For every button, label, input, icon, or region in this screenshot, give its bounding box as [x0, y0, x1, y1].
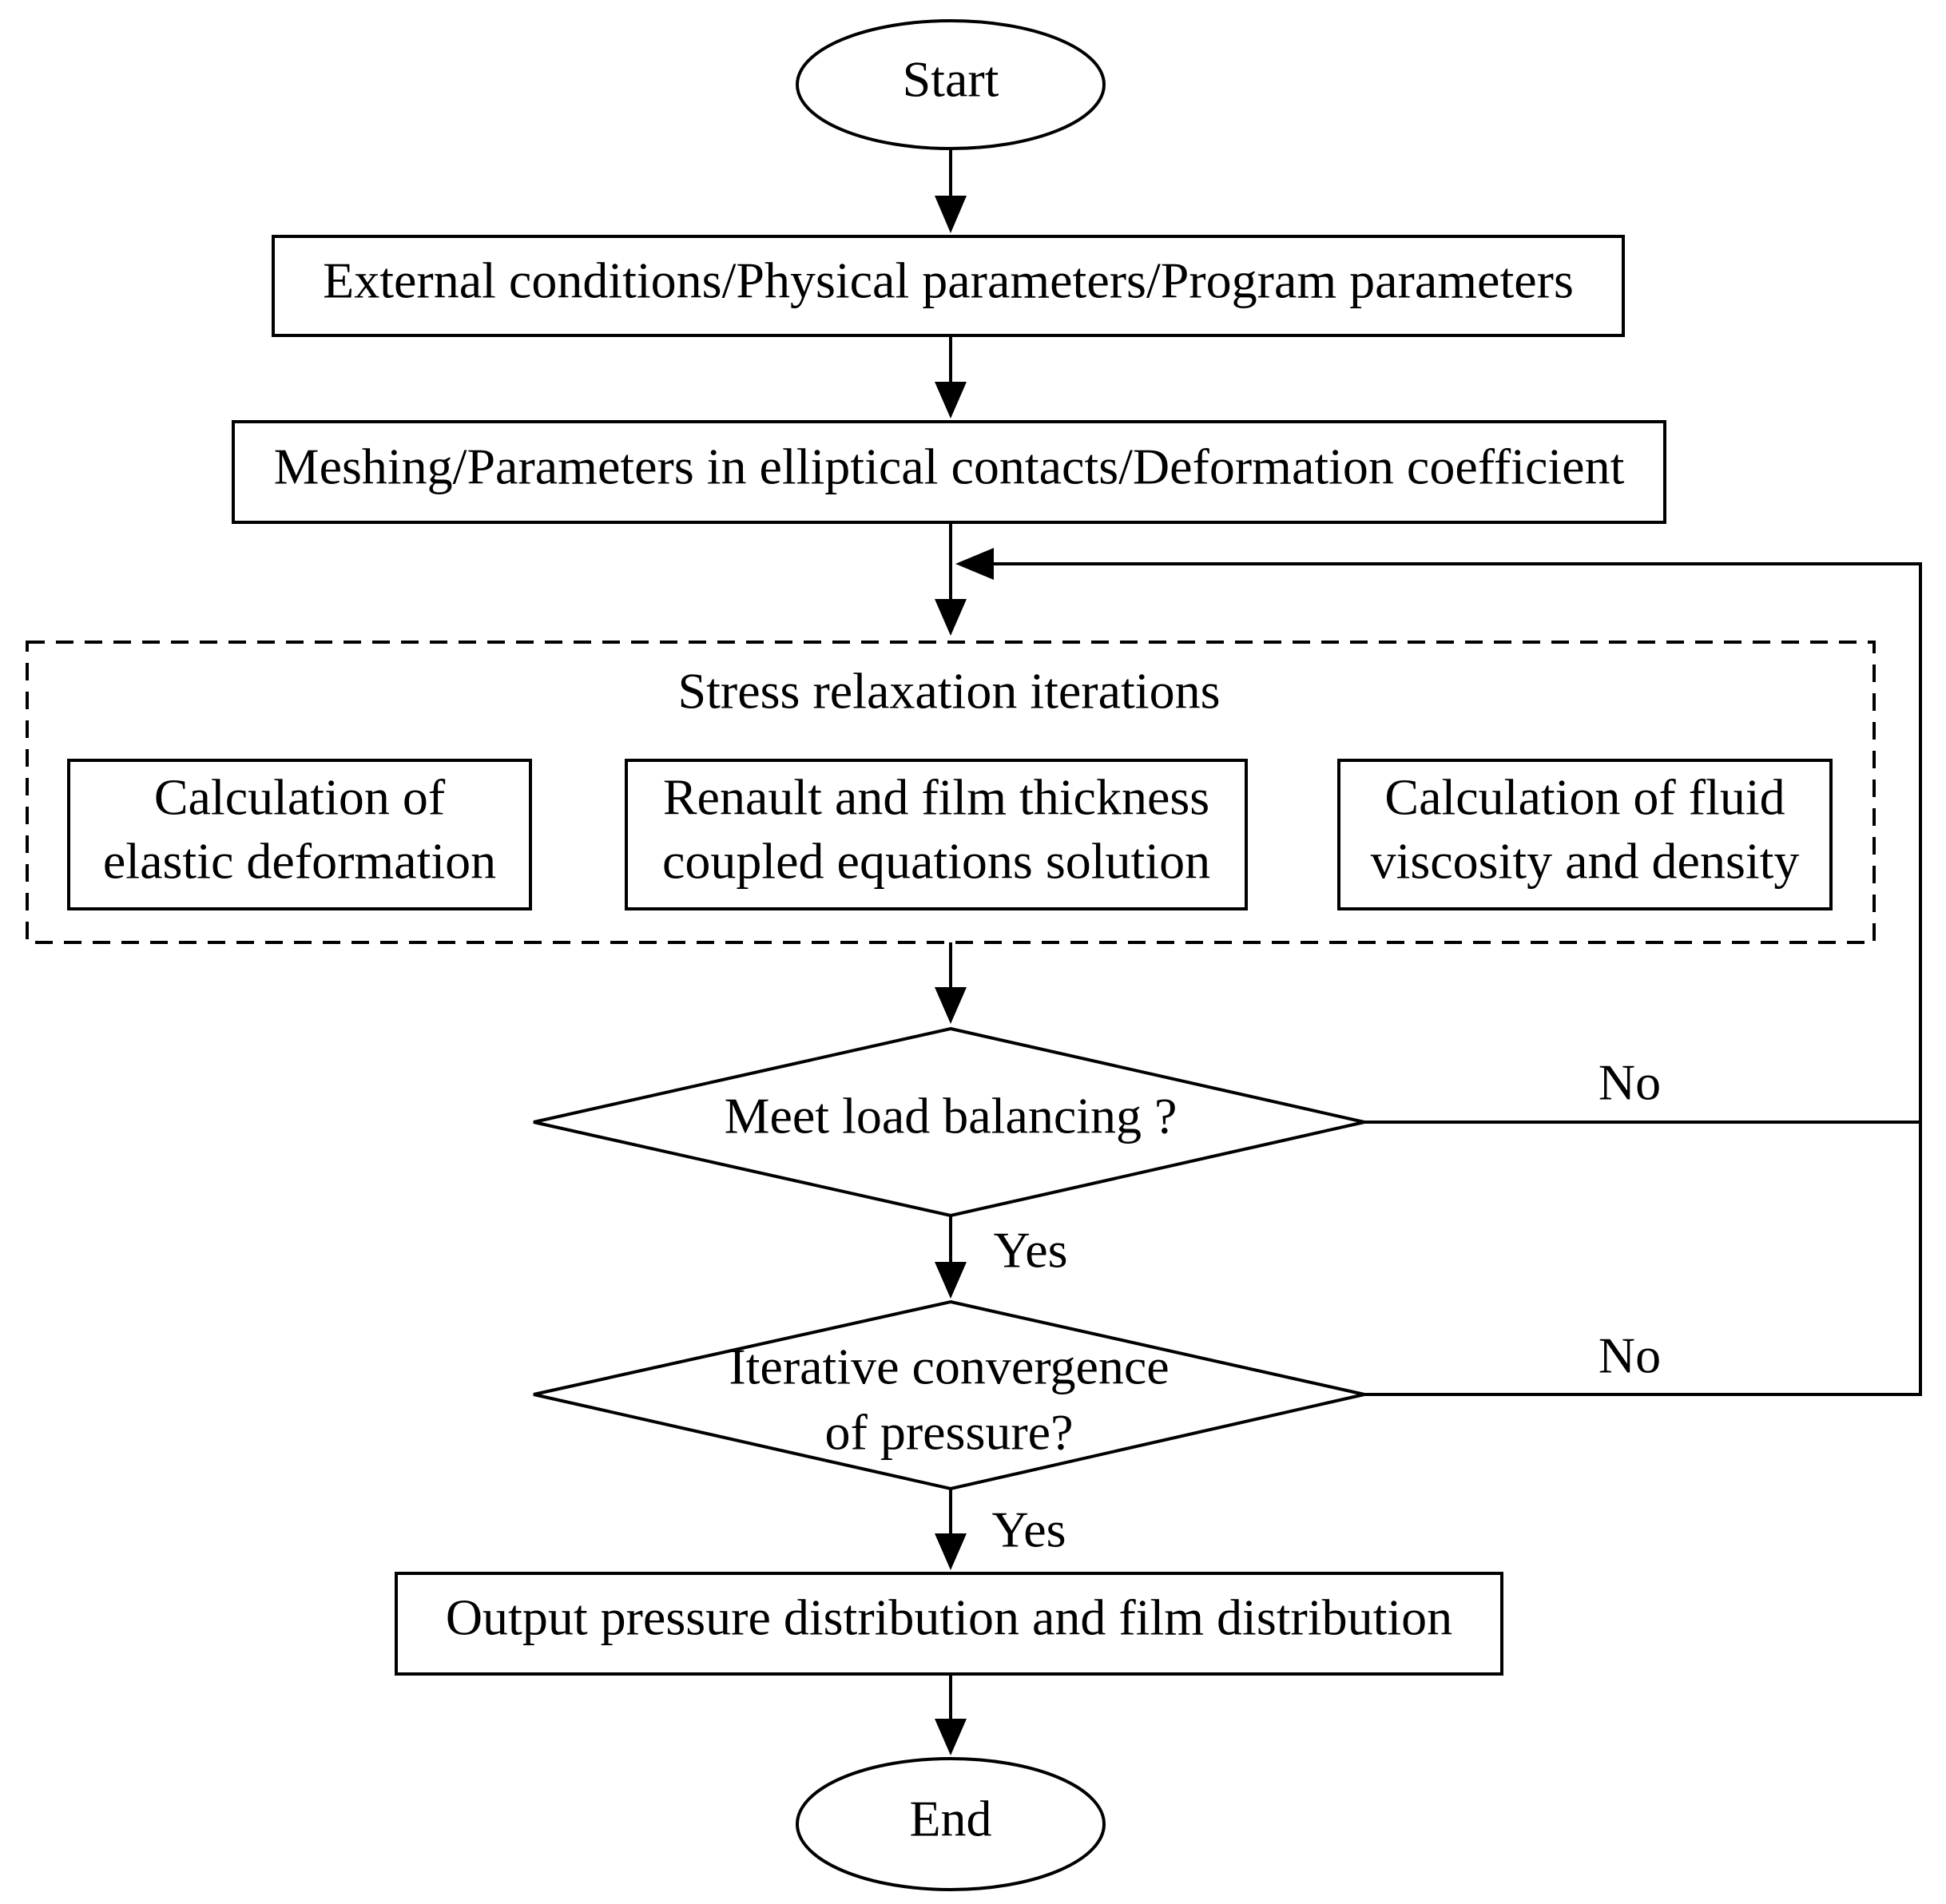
arrowhead — [935, 987, 967, 1024]
fluid-viscosity-box — [1337, 759, 1833, 910]
fluid-line-1: Calculation of fluid — [1384, 769, 1785, 826]
end-terminal — [796, 1757, 1106, 1891]
renault-line-2: coupled equations solution — [662, 833, 1210, 890]
group-title: Stress relaxation iterations — [678, 663, 1221, 720]
meshing-label: Meshing/Parameters in elliptical contact… — [274, 438, 1625, 495]
pressure-convergence-decision — [533, 1299, 1365, 1491]
elastic-deformation-box — [67, 759, 532, 910]
renault-equations-box — [625, 759, 1248, 910]
elastic-line-1: Calculation of — [154, 769, 446, 826]
convergence-line-1: Iterative convergence — [729, 1339, 1169, 1395]
load-decision-label: Meet load balancing ? — [725, 1088, 1178, 1144]
load-yes-label: Yes — [993, 1222, 1067, 1279]
convergence-no-label: No — [1598, 1327, 1661, 1384]
inputs-label: External conditions/Physical parameters/… — [323, 252, 1574, 309]
end-label: End — [909, 1791, 991, 1847]
fluid-line-2: viscosity and density — [1371, 833, 1800, 890]
load-no-label: No — [1598, 1054, 1661, 1111]
arrowhead — [935, 196, 967, 233]
arrowhead — [935, 1262, 967, 1299]
convergence-yes-label: Yes — [991, 1501, 1066, 1558]
feedback-loop-line — [989, 562, 1922, 1396]
arrowhead — [935, 599, 967, 636]
convergence-line-2: of pressure? — [825, 1404, 1074, 1461]
output-box — [395, 1572, 1503, 1676]
stress-relaxation-group — [26, 641, 1876, 944]
arrowhead — [935, 1533, 967, 1570]
feedback-arrowhead — [955, 548, 994, 580]
inputs-box — [272, 235, 1625, 337]
arrowhead — [935, 1719, 967, 1755]
output-label: Output pressure distribution and film di… — [446, 1589, 1452, 1646]
arrowhead — [935, 382, 967, 418]
elastic-line-2: elastic deformation — [103, 833, 496, 890]
renault-line-1: Renault and film thickness — [663, 769, 1209, 826]
start-label: Start — [903, 51, 999, 108]
